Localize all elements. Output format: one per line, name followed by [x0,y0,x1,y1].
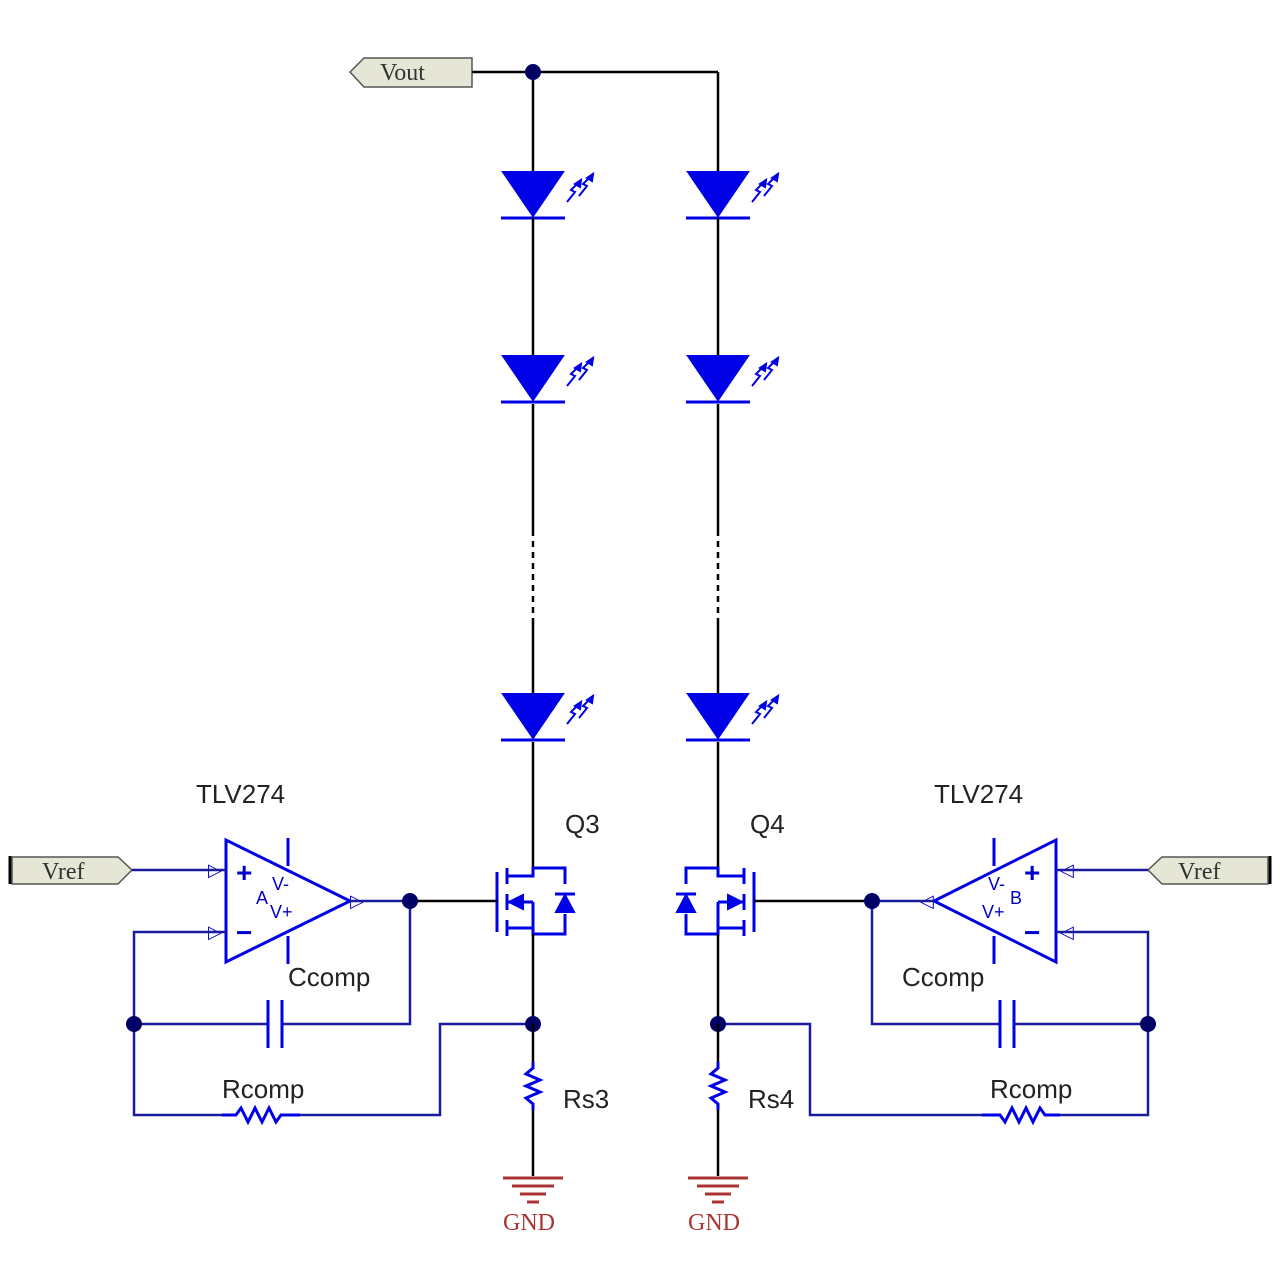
right-led-2 [686,355,780,404]
opamp-b-minus-sign: − [1024,917,1040,948]
vref-left-port: Vref [8,856,134,885]
opamp-b-plus-sign: + [1024,857,1040,888]
vref-right-port: Vref [1146,856,1272,885]
q4-label: Q4 [750,809,785,839]
opamp-a-unit: A [256,888,268,908]
rs3-resistor [522,1062,544,1110]
gnd-right-label: GND [688,1210,740,1236]
vout-port: Vout [348,57,473,88]
opamp-a-plus-sign: + [236,857,252,888]
ccomp-left-capacitor [266,1000,284,1048]
top-bus-wire [472,70,720,172]
rcomp-left-resistor [222,1104,300,1126]
rs3-label: Rs3 [563,1084,609,1114]
rs4-label: Rs4 [748,1084,794,1114]
opamp-a: + − A V- V+ ▷ ▷ ▷ [208,837,364,965]
right-led-3 [686,693,780,742]
vout-label: Vout [380,60,425,86]
rcomp-left-label: Rcomp [222,1074,304,1104]
opamp-b-vminus: V- [988,874,1005,894]
opamp-b: + − B V- V+ ◁ ◁ ◁ [920,837,1074,965]
ccomp-left-label: Ccomp [288,962,370,992]
opamp-a-minus-sign: − [236,917,252,948]
opamp-a-vminus: V- [272,874,289,894]
gnd-left-symbol [503,1176,563,1204]
left-led-3 [501,693,595,742]
opamp-a-part-label: TLV274 [196,779,285,809]
right-feedback-network [718,899,1150,1117]
left-led-1 [501,171,595,220]
rs4-resistor [707,1062,729,1110]
q3-label: Q3 [565,809,600,839]
left-led-2 [501,355,595,404]
left-feedback-network [132,899,533,1117]
mosfet-q3 [495,866,576,936]
right-led-1 [686,171,780,220]
ccomp-right-label: Ccomp [902,962,984,992]
mosfet-q4 [675,866,756,936]
vout-junction-dot [525,64,541,80]
rcomp-right-label: Rcomp [990,1074,1072,1104]
vref-left-label: Vref [42,859,85,885]
ccomp-right-capacitor [998,1000,1016,1048]
gnd-right-symbol [688,1176,748,1204]
opamp-b-unit: B [1010,888,1022,908]
gnd-left-label: GND [503,1210,555,1236]
led-strings [501,171,780,742]
rcomp-right-resistor [982,1104,1060,1126]
opamp-b-vplus: V+ [982,902,1005,922]
vref-right-label: Vref [1178,859,1221,885]
opamp-b-part-label: TLV274 [934,779,1023,809]
opamp-a-vplus: V+ [270,902,293,922]
